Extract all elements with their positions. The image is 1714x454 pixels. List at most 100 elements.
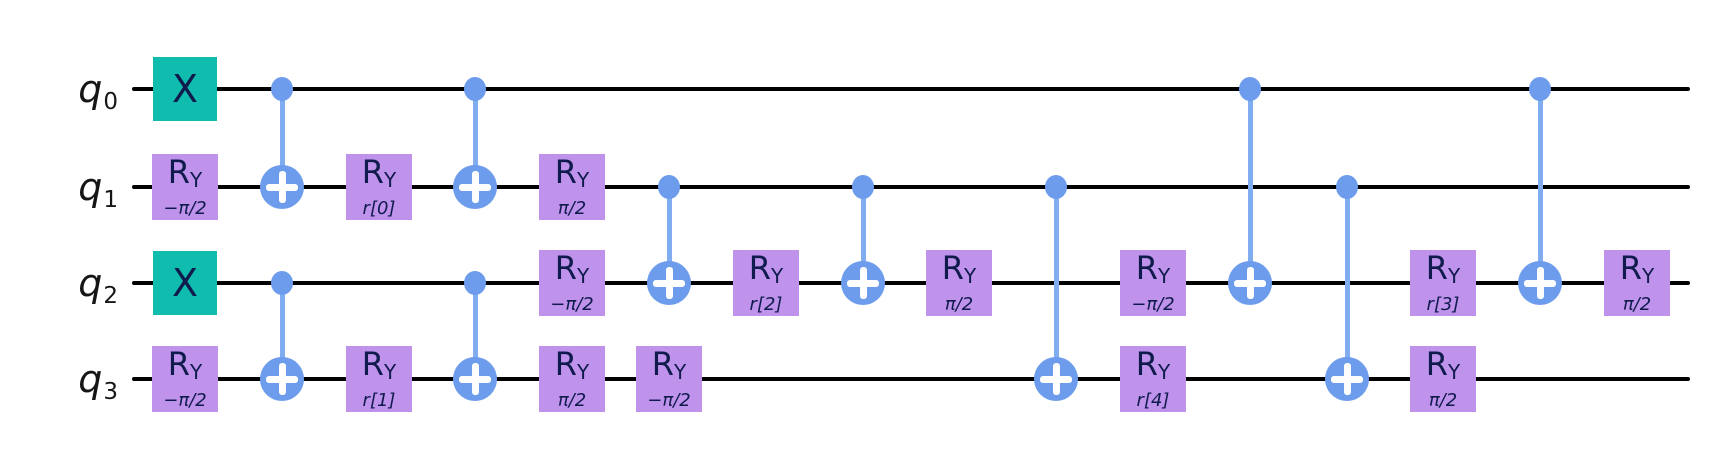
gate-subscript: Y	[1642, 263, 1655, 288]
cnot-control-dot	[271, 77, 293, 101]
gate-letter: R	[651, 344, 674, 383]
cnot-control-dot	[271, 271, 293, 295]
gate-parameter-label: π/2	[1428, 389, 1458, 411]
qubit-label-subscript: 2	[103, 283, 118, 309]
cnot-target-icon	[1228, 261, 1272, 305]
cnot-control-dot	[1529, 77, 1551, 101]
cnot-control-dot	[658, 175, 680, 199]
qubit-label-base: q	[78, 165, 103, 209]
plus-bar-vertical	[1536, 267, 1544, 299]
gate-parameter-label: r[0]	[362, 197, 396, 219]
qubit-label-base: q	[78, 67, 103, 111]
gate-x-col0-q0: X	[153, 57, 217, 121]
qubit-label-subscript: 3	[103, 379, 118, 405]
cnot-target-icon	[841, 261, 885, 305]
gate-parameter-label: π/2	[557, 389, 587, 411]
cnot-target-icon	[1518, 261, 1562, 305]
gate-parameter-label: −π/2	[550, 293, 594, 315]
cnot-target-icon	[260, 357, 304, 401]
cnot-connector-line	[279, 89, 285, 187]
gate-letter: R	[748, 248, 771, 287]
cnot-connector-line	[279, 283, 285, 379]
gate-subscript: Y	[384, 167, 397, 192]
cnot-target-icon	[260, 165, 304, 209]
cnot-target-icon	[1034, 357, 1078, 401]
gate-subscript: Y	[1448, 359, 1461, 384]
gate-name-label: RY	[942, 251, 976, 293]
gate-parameter-label: π/2	[557, 197, 587, 219]
plus-bar-vertical	[278, 363, 286, 395]
cnot-connector-line	[1053, 187, 1059, 379]
gate-subscript: Y	[384, 359, 397, 384]
cnot-target-icon	[453, 165, 497, 209]
gate-name-label: X	[172, 263, 198, 303]
cnot-control-dot	[464, 271, 486, 295]
gate-parameter-label: −π/2	[163, 389, 207, 411]
qubit-label-subscript: 1	[103, 187, 118, 213]
gate-x-col0-q2: X	[153, 251, 217, 315]
qubit-wire-q1	[132, 185, 1690, 189]
gate-parameter-label: r[1]	[362, 389, 396, 411]
gate-letter: R	[361, 152, 384, 191]
gate-name-label: RY	[168, 347, 202, 389]
gate-letter: R	[941, 248, 964, 287]
gate-letter: R	[1619, 248, 1642, 287]
cnot-connector-line	[1344, 187, 1350, 379]
plus-bar-vertical	[278, 171, 286, 203]
cnot-target-icon	[1325, 357, 1369, 401]
gate-parameter-label: r[4]	[1136, 389, 1170, 411]
gate-name-label: RY	[1136, 347, 1170, 389]
gate-name-label: RY	[555, 251, 589, 293]
plus-bar-vertical	[471, 171, 479, 203]
gate-parameter-label: r[2]	[749, 293, 783, 315]
gate-letter: R	[554, 248, 577, 287]
cnot-target-icon	[453, 357, 497, 401]
cnot-control-dot	[464, 77, 486, 101]
gate-subscript: Y	[577, 263, 590, 288]
plus-bar-vertical	[1343, 363, 1351, 395]
gate-ry-col4-q2: RY−π/2	[539, 250, 605, 316]
gate-parameter-label: −π/2	[1131, 293, 1175, 315]
gate-subscript: Y	[674, 359, 687, 384]
plus-bar-vertical	[1052, 363, 1060, 395]
gate-subscript: Y	[771, 263, 784, 288]
cnot-connector-line	[1247, 89, 1253, 283]
gate-letter: R	[167, 344, 190, 383]
cnot-connector-line	[472, 283, 478, 379]
cnot-control-dot	[852, 175, 874, 199]
gate-ry-col5-q3: RY−π/2	[636, 346, 702, 412]
qubit-label-base: q	[78, 261, 103, 305]
gate-parameter-label: π/2	[1622, 293, 1652, 315]
plus-bar-vertical	[665, 267, 673, 299]
gate-name-label: RY	[1426, 347, 1460, 389]
gate-name-label: RY	[362, 155, 396, 197]
gate-name-label: RY	[1426, 251, 1460, 293]
qubit-label-q3: q3	[30, 355, 118, 416]
gate-letter: X	[171, 67, 199, 111]
gate-parameter-label: r[3]	[1426, 293, 1460, 315]
gate-letter: R	[361, 344, 384, 383]
gate-letter: R	[1425, 248, 1448, 287]
gate-name-label: RY	[1620, 251, 1654, 293]
gate-subscript: Y	[190, 167, 203, 192]
gate-subscript: Y	[1158, 359, 1171, 384]
gate-letter: X	[171, 261, 199, 305]
gate-letter: R	[1135, 248, 1158, 287]
qubit-wire-q3	[132, 377, 1690, 381]
cnot-control-dot	[1239, 77, 1261, 101]
cnot-connector-line	[1537, 89, 1543, 283]
qubit-label-q0: q0	[30, 65, 118, 126]
qubit-label-base: q	[78, 357, 103, 401]
gate-ry-col10-q2: RY −π/2	[1120, 250, 1186, 316]
gate-subscript: Y	[1158, 263, 1171, 288]
